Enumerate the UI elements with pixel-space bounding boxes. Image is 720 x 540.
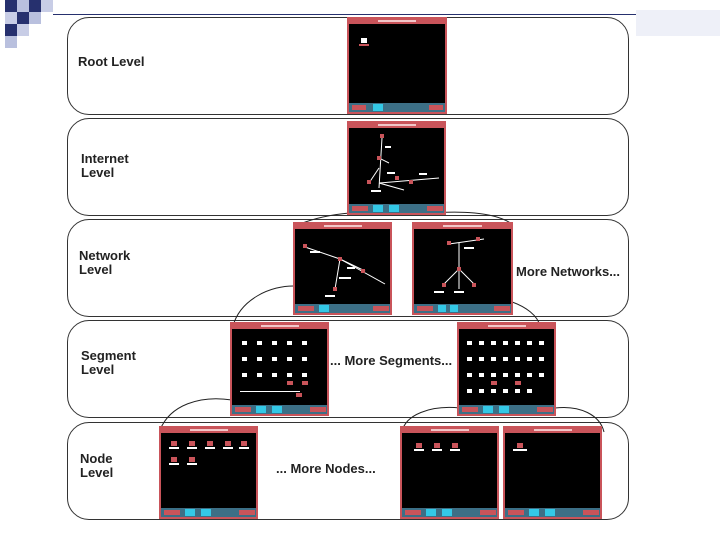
more-segments-label: ... More Segments...: [330, 353, 453, 368]
network-map-window-2: [412, 222, 513, 315]
node-level-label: Node Level: [80, 451, 114, 480]
node-icon-grid-2: [414, 443, 460, 451]
internet-level-label: Internet Level: [81, 151, 129, 180]
more-nodes-label: ... More Nodes...: [276, 461, 376, 476]
internet-map-window: [347, 121, 446, 215]
network-topology-graph-1: [303, 244, 386, 297]
segment-node-grid-2: [467, 341, 544, 393]
network-topology-graph-2: [434, 237, 485, 293]
internet-topology-graph: [367, 134, 440, 192]
node-map-window-2: [400, 426, 499, 519]
more-networks-label: More Networks...: [516, 264, 621, 279]
node-map-window-1: [159, 426, 258, 519]
network-map-window-1: [293, 222, 392, 315]
segment-node-grid-1: [240, 341, 308, 397]
segment-map-window-1: [230, 322, 329, 416]
network-level-label: Network Level: [79, 248, 131, 277]
root-map-icon: [359, 38, 369, 46]
node-icon-grid-1: [169, 441, 249, 465]
segment-map-window-2: [457, 322, 556, 416]
node-icon-grid-3: [513, 443, 527, 451]
root-level-label: Root Level: [78, 54, 145, 69]
node-map-window-3: [503, 426, 602, 519]
segment-level-label: Segment Level: [81, 348, 136, 377]
root-map-window: [347, 17, 447, 114]
